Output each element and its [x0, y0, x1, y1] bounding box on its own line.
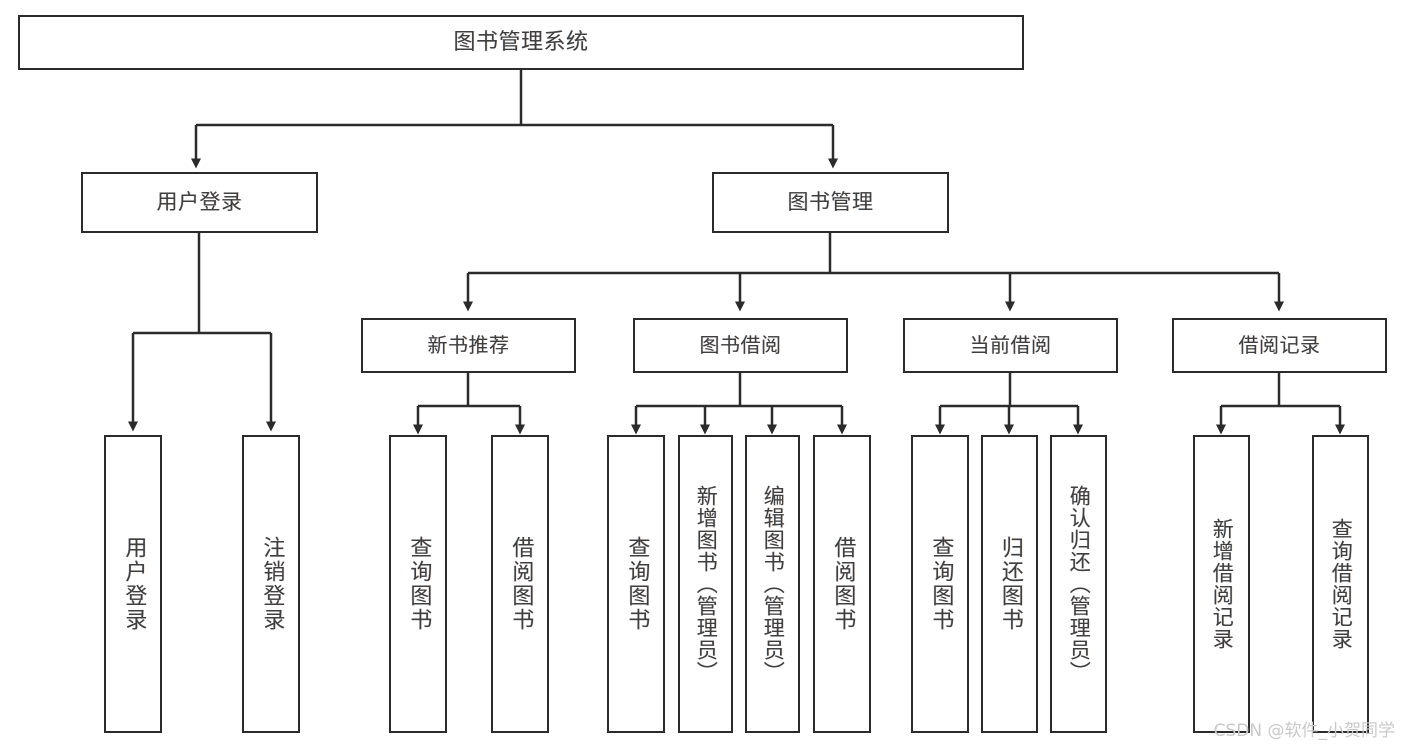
node-user-login[interactable]: 用户登录: [81, 172, 318, 233]
leaf-user-login-logout-label: 注销登录: [259, 536, 285, 632]
node-root-label: 图书管理系统: [453, 29, 589, 55]
node-root[interactable]: 图书管理系统: [18, 15, 1024, 70]
node-book-borrow-label: 图书借阅: [699, 333, 782, 357]
leaf-current-borrow-confirm-label: 确认归还（管理员）: [1067, 485, 1092, 683]
leaf-borrow-record-query-label: 查询借阅记录: [1329, 518, 1354, 650]
node-book-management-label: 图书管理: [787, 190, 874, 215]
leaf-new-book-borrow[interactable]: 借阅图书: [491, 435, 549, 733]
watermark: CSDN @软件_小贺同学: [1213, 721, 1395, 741]
leaf-current-borrow-return[interactable]: 归还图书: [981, 435, 1038, 733]
leaf-new-book-query-label: 查询图书: [406, 536, 432, 632]
leaf-book-borrow-query-label: 查询图书: [624, 536, 650, 632]
leaf-current-borrow-query-label: 查询图书: [928, 536, 954, 632]
leaf-book-borrow-add-label: 新增图书（管理员）: [694, 485, 719, 683]
leaf-user-login-logout[interactable]: 注销登录: [242, 435, 300, 733]
leaf-user-login-login[interactable]: 用户登录: [104, 435, 162, 733]
leaf-current-borrow-return-label: 归还图书: [997, 536, 1023, 632]
leaf-book-borrow-add[interactable]: 新增图书（管理员）: [678, 435, 733, 733]
node-book-borrow[interactable]: 图书借阅: [633, 318, 848, 373]
leaf-book-borrow-edit-label: 编辑图书（管理员）: [761, 485, 786, 683]
leaf-new-book-borrow-label: 借阅图书: [508, 536, 534, 632]
leaf-borrow-record-add-label: 新增借阅记录: [1210, 518, 1235, 650]
leaf-book-borrow-borrow-label: 借阅图书: [830, 536, 856, 632]
node-current-borrow[interactable]: 当前借阅: [903, 318, 1118, 373]
node-borrow-record-label: 借阅记录: [1238, 333, 1321, 357]
node-new-book-recommend-label: 新书推荐: [427, 333, 510, 357]
node-current-borrow-label: 当前借阅: [969, 333, 1052, 357]
leaf-current-borrow-query[interactable]: 查询图书: [911, 435, 969, 733]
leaf-book-borrow-edit[interactable]: 编辑图书（管理员）: [745, 435, 800, 733]
leaf-book-borrow-borrow[interactable]: 借阅图书: [813, 435, 871, 733]
leaf-borrow-record-query[interactable]: 查询借阅记录: [1312, 435, 1369, 733]
leaf-current-borrow-confirm[interactable]: 确认归还（管理员）: [1050, 435, 1107, 733]
node-new-book-recommend[interactable]: 新书推荐: [361, 318, 576, 373]
node-borrow-record[interactable]: 借阅记录: [1172, 318, 1387, 373]
node-user-login-label: 用户登录: [156, 190, 243, 215]
node-book-management[interactable]: 图书管理: [712, 172, 949, 233]
leaf-borrow-record-add[interactable]: 新增借阅记录: [1193, 435, 1250, 733]
leaf-new-book-query[interactable]: 查询图书: [389, 435, 447, 733]
leaf-user-login-login-label: 用户登录: [121, 536, 147, 632]
leaf-book-borrow-query[interactable]: 查询图书: [607, 435, 665, 733]
